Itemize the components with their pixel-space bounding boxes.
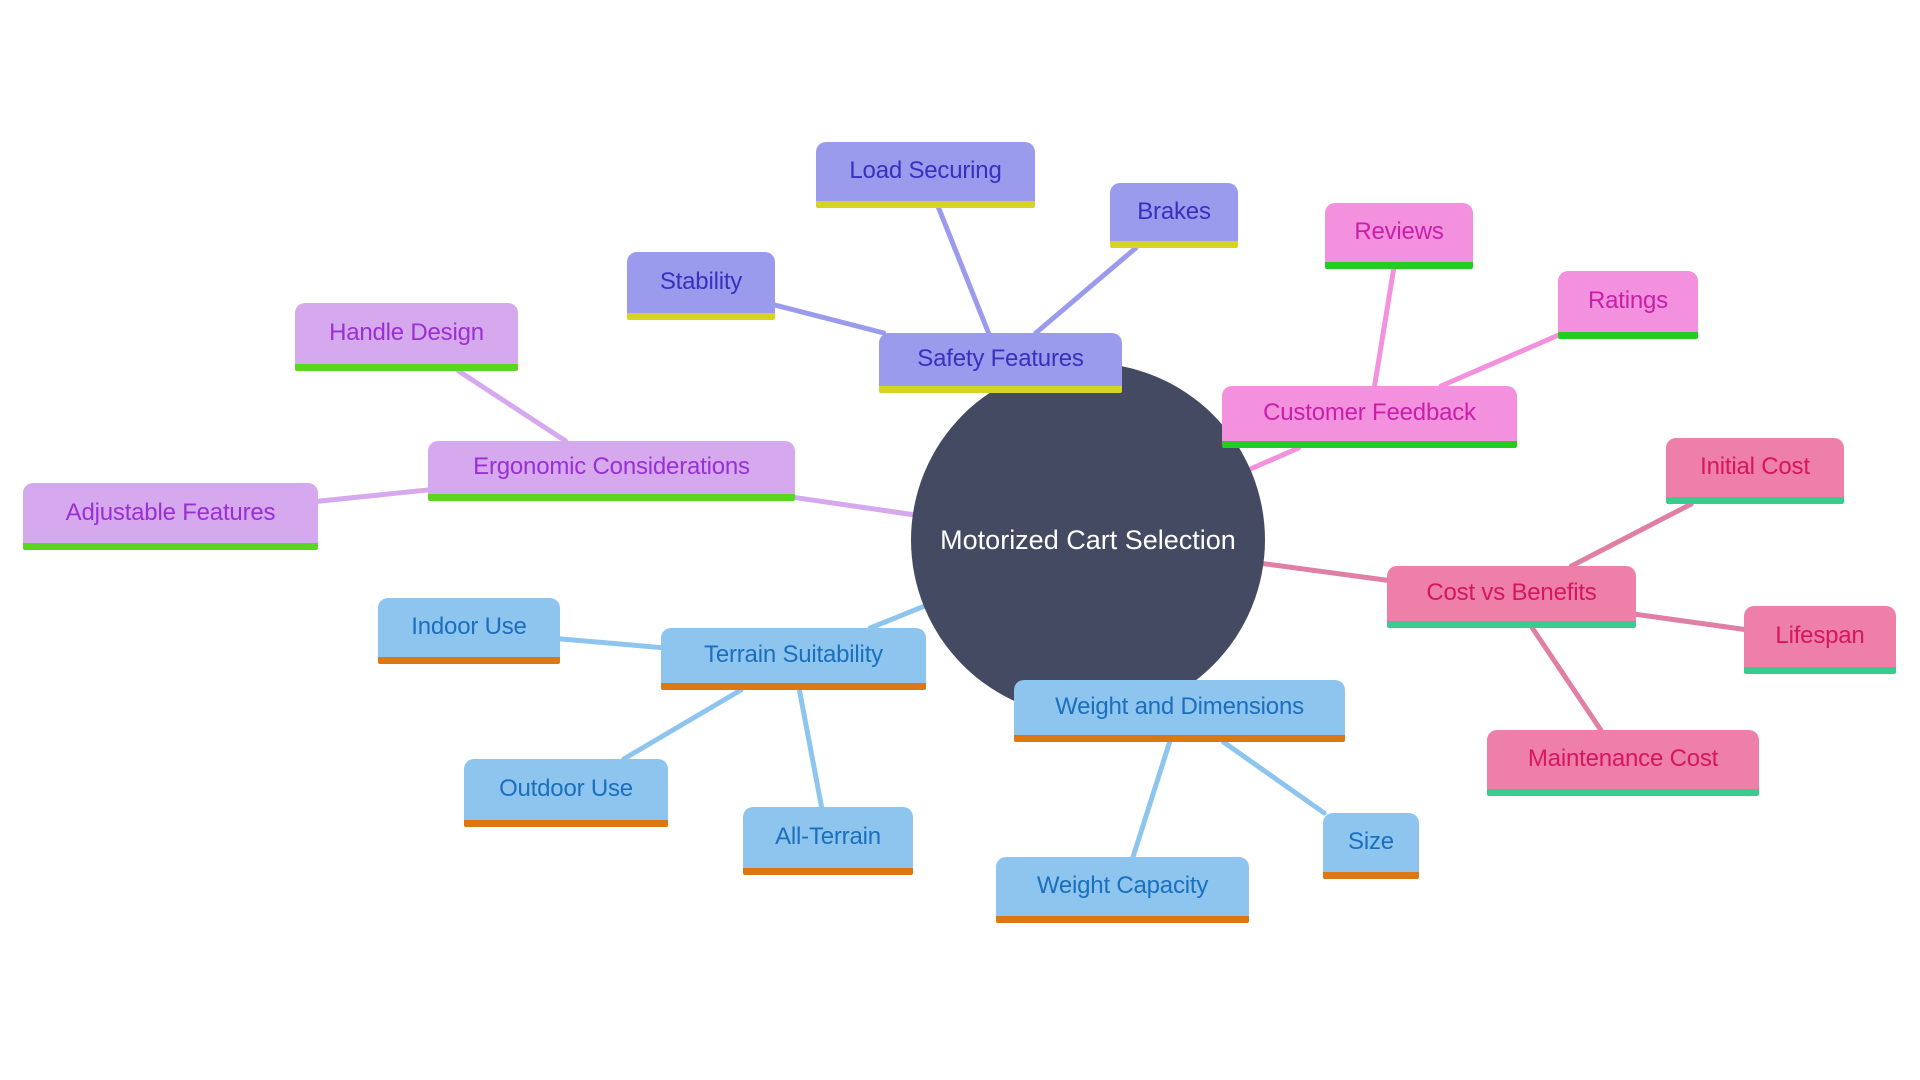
node-size-label: Size [1348, 828, 1394, 856]
edge-weightdim-to-size [1220, 739, 1327, 816]
edge-root-to-ergo [792, 495, 916, 518]
node-weightcap[interactable]: Weight Capacity [996, 857, 1249, 923]
node-lifespan[interactable]: Lifespan [1744, 606, 1896, 674]
edge-feedback-to-reviews [1372, 266, 1397, 389]
node-ratings-label: Ratings [1588, 287, 1668, 315]
node-outdoor[interactable]: Outdoor Use [464, 759, 668, 827]
edge-safety-to-stability [772, 302, 887, 336]
node-cost[interactable]: Cost vs Benefits [1387, 566, 1636, 628]
node-indoor-label: Indoor Use [411, 613, 527, 641]
node-feedback-label: Customer Feedback [1263, 399, 1476, 427]
root-node-motorized-cart-selection[interactable]: Motorized Cart Selection [911, 363, 1265, 717]
node-indoor[interactable]: Indoor Use [378, 598, 560, 664]
edge-terrain-to-outdoor [621, 687, 744, 762]
node-cost-label: Cost vs Benefits [1426, 579, 1597, 607]
node-feedback[interactable]: Customer Feedback [1222, 386, 1517, 448]
edge-root-to-feedback [1247, 445, 1302, 472]
node-brakes-label: Brakes [1137, 197, 1211, 225]
node-reviews-label: Reviews [1354, 218, 1444, 246]
edge-safety-to-brakes [1033, 245, 1139, 336]
node-allterrain[interactable]: All-Terrain [743, 807, 913, 875]
node-weightdim[interactable]: Weight and Dimensions [1014, 680, 1345, 742]
edge-terrain-to-indoor [557, 636, 664, 651]
node-adjustable[interactable]: Adjustable Features [23, 483, 318, 550]
node-allterrain-label: All-Terrain [775, 823, 881, 851]
node-lifespan-label: Lifespan [1775, 622, 1865, 650]
node-initial-label: Initial Cost [1700, 453, 1810, 481]
node-adjustable-label: Adjustable Features [65, 498, 276, 526]
node-handle-label: Handle Design [329, 319, 484, 347]
edge-cost-to-lifespan [1633, 611, 1747, 632]
node-outdoor-label: Outdoor Use [499, 775, 633, 803]
edge-ergo-to-handle [456, 368, 569, 444]
node-weightcap-label: Weight Capacity [1036, 872, 1209, 900]
node-terrain[interactable]: Terrain Suitability [661, 628, 926, 690]
node-stability-label: Stability [659, 268, 743, 296]
edge-root-to-terrain [867, 603, 927, 631]
edge-cost-to-initial [1568, 501, 1694, 569]
node-brakes[interactable]: Brakes [1110, 183, 1238, 248]
node-terrain-label: Terrain Suitability [704, 641, 883, 669]
edge-weightdim-to-weightcap [1130, 739, 1173, 860]
node-ergo[interactable]: Ergonomic Considerations [428, 441, 795, 501]
edge-feedback-to-ratings [1438, 332, 1561, 389]
node-size[interactable]: Size [1323, 813, 1419, 879]
node-initial[interactable]: Initial Cost [1666, 438, 1844, 504]
node-ergo-label: Ergonomic Considerations [473, 453, 750, 481]
node-maintenance[interactable]: Maintenance Cost [1487, 730, 1759, 796]
node-ratings[interactable]: Ratings [1558, 271, 1698, 339]
node-maintenance-label: Maintenance Cost [1527, 745, 1719, 773]
node-load-label: Load Securing [849, 157, 1002, 185]
edge-root-to-cost [1260, 561, 1390, 583]
node-stability[interactable]: Stability [627, 252, 775, 320]
edge-safety-to-load [936, 205, 992, 336]
node-safety[interactable]: Safety Features [879, 333, 1122, 393]
node-weightdim-label: Weight and Dimensions [1055, 693, 1304, 721]
node-load[interactable]: Load Securing [816, 142, 1035, 208]
node-safety-label: Safety Features [917, 345, 1084, 373]
node-reviews[interactable]: Reviews [1325, 203, 1473, 269]
node-handle[interactable]: Handle Design [295, 303, 518, 371]
edge-cost-to-maintenance [1529, 625, 1604, 733]
edge-ergo-to-adjustable [315, 487, 431, 504]
root-node-label: Motorized Cart Selection [940, 524, 1236, 555]
edge-terrain-to-allterrain [796, 687, 825, 810]
